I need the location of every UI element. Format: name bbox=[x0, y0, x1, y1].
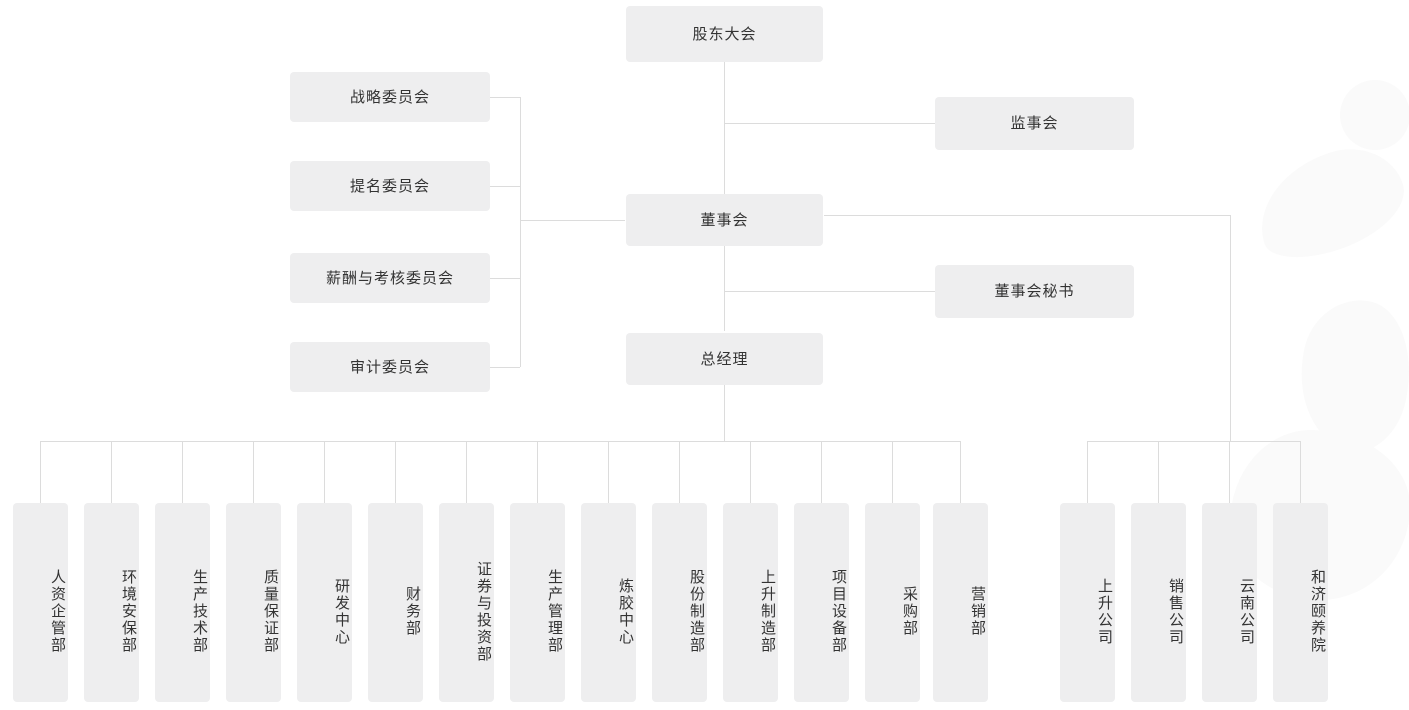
connector-subsidiary-branch-drop bbox=[1230, 215, 1231, 441]
node-label: 生产技术部 bbox=[191, 569, 209, 654]
connector-board-to-subsidiary-branch bbox=[824, 215, 1231, 216]
connector-shareholders-to-board bbox=[724, 62, 725, 197]
connector-department-drop bbox=[537, 441, 538, 503]
connector-subsidiary-drop bbox=[1158, 441, 1159, 503]
connector-department-bus bbox=[40, 441, 960, 442]
connector-committees-to-board bbox=[520, 220, 625, 221]
node-label: 人资企管部 bbox=[49, 569, 67, 654]
connector-committee-nomination bbox=[490, 186, 520, 187]
node-subsidiary-shangsheng-company[interactable]: 上升公司 bbox=[1060, 503, 1115, 702]
node-board-secretary[interactable]: 董事会秘书 bbox=[935, 265, 1134, 318]
connector-subsidiary-drop bbox=[1229, 441, 1230, 503]
node-label: 和济颐养院 bbox=[1309, 569, 1327, 654]
connector-committee-spine bbox=[520, 97, 521, 367]
node-committee-strategy[interactable]: 战略委员会 bbox=[290, 72, 490, 122]
node-label: 提名委员会 bbox=[349, 176, 430, 195]
node-label: 薪酬与考核委员会 bbox=[325, 268, 454, 287]
node-label: 采购部 bbox=[901, 586, 919, 637]
node-department-procurement[interactable]: 采购部 bbox=[865, 503, 920, 702]
node-department-rubber-mixing-center[interactable]: 炼胶中心 bbox=[581, 503, 636, 702]
connector-gm-to-department-bus bbox=[724, 385, 725, 441]
node-label: 上升制造部 bbox=[759, 569, 777, 654]
connector-shareholders-to-supervisors bbox=[724, 123, 935, 124]
node-department-finance[interactable]: 财务部 bbox=[368, 503, 423, 702]
background-watermark-shape bbox=[1340, 80, 1409, 150]
connector-department-drop bbox=[892, 441, 893, 503]
connector-department-drop bbox=[960, 441, 961, 503]
node-department-securities-investment[interactable]: 证券与投资部 bbox=[439, 503, 494, 702]
connector-department-drop bbox=[40, 441, 41, 503]
connector-subsidiary-drop bbox=[1087, 441, 1088, 503]
node-label: 审计委员会 bbox=[349, 357, 430, 376]
node-committee-compensation[interactable]: 薪酬与考核委员会 bbox=[290, 253, 490, 303]
connector-department-drop bbox=[111, 441, 112, 503]
node-general-manager[interactable]: 总经理 bbox=[626, 333, 823, 385]
connector-committee-compensation bbox=[490, 278, 520, 279]
node-department-hr[interactable]: 人资企管部 bbox=[13, 503, 68, 702]
node-shareholders-meeting[interactable]: 股东大会 bbox=[626, 6, 823, 62]
connector-department-drop bbox=[821, 441, 822, 503]
node-label: 营销部 bbox=[969, 586, 987, 637]
node-label: 炼胶中心 bbox=[617, 577, 635, 646]
node-label: 财务部 bbox=[404, 586, 422, 637]
connector-subsidiary-bus bbox=[1087, 441, 1301, 442]
node-department-quality-assurance[interactable]: 质量保证部 bbox=[226, 503, 281, 702]
node-board-of-directors[interactable]: 董事会 bbox=[626, 194, 823, 246]
background-watermark-shape bbox=[1285, 290, 1409, 460]
node-subsidiary-heji-nursing-home[interactable]: 和济颐养院 bbox=[1273, 503, 1328, 702]
connector-department-drop bbox=[395, 441, 396, 503]
connector-committee-strategy bbox=[490, 97, 520, 98]
node-label: 环境安保部 bbox=[120, 569, 138, 654]
connector-department-drop bbox=[324, 441, 325, 503]
connector-department-drop bbox=[750, 441, 751, 503]
node-label: 股东大会 bbox=[692, 24, 757, 43]
node-label: 证券与投资部 bbox=[475, 560, 493, 663]
node-label: 战略委员会 bbox=[349, 87, 430, 106]
node-label: 质量保证部 bbox=[262, 569, 280, 654]
node-department-environment-safety[interactable]: 环境安保部 bbox=[84, 503, 139, 702]
node-subsidiary-yunnan-company[interactable]: 云南公司 bbox=[1202, 503, 1257, 702]
node-department-project-equipment[interactable]: 项目设备部 bbox=[794, 503, 849, 702]
node-label: 监事会 bbox=[1010, 114, 1059, 133]
node-department-shangsheng-manufacturing[interactable]: 上升制造部 bbox=[723, 503, 778, 702]
connector-department-drop bbox=[182, 441, 183, 503]
background-watermark-shape bbox=[1243, 134, 1409, 271]
connector-department-drop bbox=[608, 441, 609, 503]
node-label: 股份制造部 bbox=[688, 569, 706, 654]
node-label: 云南公司 bbox=[1238, 577, 1256, 646]
node-department-rd-center[interactable]: 研发中心 bbox=[297, 503, 352, 702]
node-department-production-management[interactable]: 生产管理部 bbox=[510, 503, 565, 702]
node-committee-nomination[interactable]: 提名委员会 bbox=[290, 161, 490, 211]
connector-department-drop bbox=[253, 441, 254, 503]
node-committee-audit[interactable]: 审计委员会 bbox=[290, 342, 490, 392]
node-label: 董事会秘书 bbox=[994, 282, 1075, 301]
node-label: 上升公司 bbox=[1096, 577, 1114, 646]
connector-department-drop bbox=[679, 441, 680, 503]
connector-board-to-gm bbox=[724, 243, 725, 331]
connector-subsidiary-drop bbox=[1300, 441, 1301, 503]
node-department-share-manufacturing[interactable]: 股份制造部 bbox=[652, 503, 707, 702]
connector-board-to-secretary bbox=[724, 291, 935, 292]
node-label: 销售公司 bbox=[1167, 577, 1185, 646]
node-board-of-supervisors[interactable]: 监事会 bbox=[935, 97, 1134, 150]
node-label: 总经理 bbox=[700, 349, 749, 368]
node-label: 项目设备部 bbox=[830, 569, 848, 654]
node-label: 生产管理部 bbox=[546, 569, 564, 654]
node-department-production-technology[interactable]: 生产技术部 bbox=[155, 503, 210, 702]
node-department-marketing[interactable]: 营销部 bbox=[933, 503, 988, 702]
connector-committee-audit bbox=[490, 367, 520, 368]
node-label: 研发中心 bbox=[333, 577, 351, 646]
node-subsidiary-sales-company[interactable]: 销售公司 bbox=[1131, 503, 1186, 702]
connector-department-drop bbox=[466, 441, 467, 503]
node-label: 董事会 bbox=[700, 210, 749, 229]
